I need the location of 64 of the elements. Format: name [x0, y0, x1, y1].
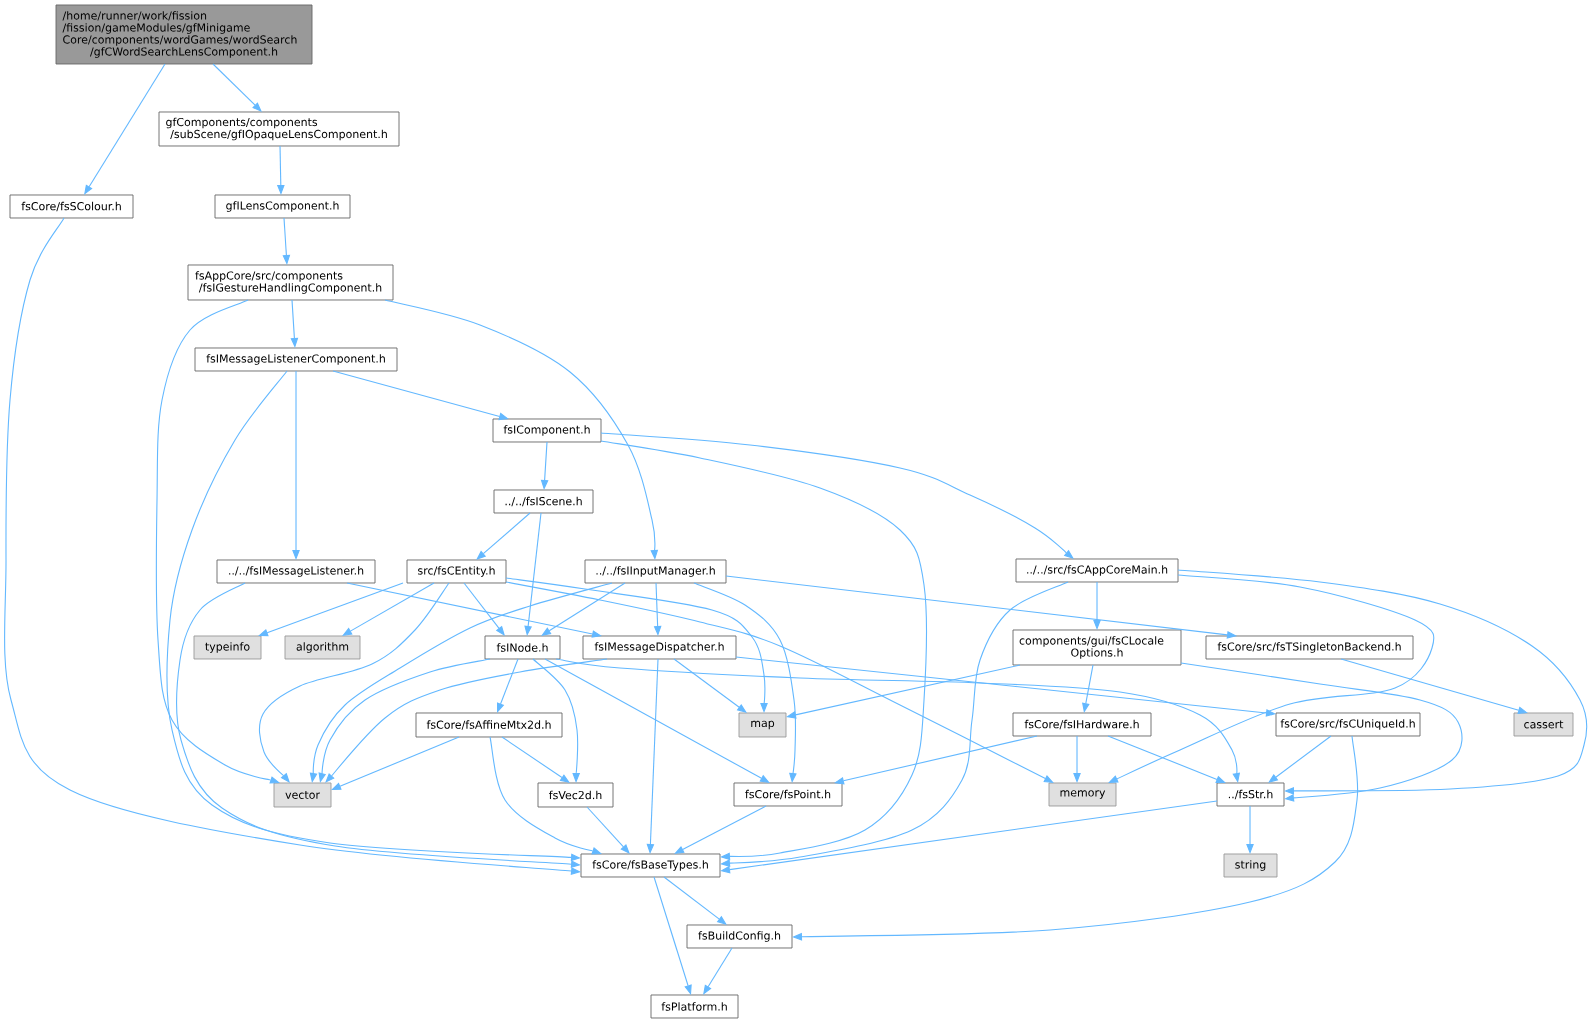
file-box: ../../fsIScene.h	[493, 489, 594, 514]
file-box: fsCore/fsSColour.h	[9, 194, 134, 219]
file-box: gfComponents/components /subScene/gfIOpaqueLensComponent.h	[158, 111, 400, 147]
file-box: fsCore/src/fsTSingletonBackend.h	[1205, 635, 1414, 660]
system-header-box: vector	[273, 782, 332, 808]
arrow	[673, 658, 747, 713]
file-box: fsIMessageDispatcher.h	[582, 635, 737, 660]
arrow	[600, 432, 1074, 559]
file-box: ../fsStr.h	[1216, 782, 1285, 807]
arrow	[489, 736, 602, 855]
file-box: ../../src/fsCAppCoreMain.h	[1015, 558, 1179, 583]
arrow	[1340, 658, 1528, 714]
arrow	[1268, 735, 1332, 783]
file-box: components/gui/fsCLocale Options.h	[1012, 629, 1182, 666]
file-box: fsCore/fsPoint.h	[733, 782, 843, 807]
file-box: fsCore/src/fsCUniqueId.h	[1275, 712, 1421, 737]
file-box: fsCore/fsBaseTypes.h	[580, 853, 721, 878]
arrow	[663, 876, 727, 925]
file-box: fsIMessageListenerComponent.h	[194, 347, 398, 372]
arrow	[586, 806, 630, 854]
system-header-box: memory	[1048, 782, 1117, 807]
arrow	[332, 370, 509, 421]
file-box: gfILensComponent.h	[214, 194, 351, 219]
file-box: fsCore/fsIHardware.h	[1012, 712, 1152, 737]
arrow	[653, 876, 692, 995]
arrow	[463, 582, 505, 636]
arrow	[505, 581, 1054, 783]
arrow	[703, 947, 733, 995]
system-header-box: algorithm	[284, 635, 361, 660]
arrow	[600, 440, 927, 861]
arrow	[476, 512, 531, 560]
arrow	[325, 658, 608, 783]
arrow	[544, 658, 770, 783]
arrow	[258, 582, 450, 783]
arrow	[331, 736, 460, 790]
arrow	[1177, 569, 1588, 795]
arrow	[1107, 735, 1226, 783]
file-box: fsVec2d.h	[537, 782, 614, 808]
file-box: fsCore/fsAffineMtx2d.h	[415, 712, 563, 738]
arrow	[342, 582, 435, 636]
file-box: fsBuildConfig.h	[686, 924, 793, 949]
file-box: fsAppCore/src/components /fsIGestureHandlingComponent.h	[187, 264, 394, 301]
arrow	[258, 582, 404, 637]
root-file-box: /home/runner/work/fission /fission/gameModules/gfMinigame Core/components/wordGames/wordSearch /gfCWordSearchLensComponent.h	[55, 4, 313, 65]
arrow	[501, 736, 570, 783]
system-header-box: cassert	[1513, 712, 1574, 737]
arrow	[84, 63, 166, 195]
system-header-box: string	[1223, 853, 1278, 878]
file-box: fsIComponent.h	[492, 418, 602, 443]
file-box: src/fsCEntity.h	[406, 559, 507, 584]
file-box: fsINode.h	[484, 635, 561, 660]
arrow	[155, 299, 280, 784]
file-box: fsPlatform.h	[650, 994, 739, 1019]
system-header-box: map	[738, 712, 787, 738]
file-box: ../../fsIInputManager.h	[584, 559, 727, 584]
arrow	[674, 805, 767, 854]
arrow	[497, 658, 519, 713]
arrow	[541, 582, 626, 636]
system-header-box: typeinfo	[193, 635, 262, 660]
arrow	[1108, 574, 1435, 783]
arrow	[1180, 662, 1463, 802]
arrow	[346, 582, 602, 638]
arrow	[212, 63, 262, 112]
file-box: ../../fsIMessageListener.h	[216, 559, 376, 584]
